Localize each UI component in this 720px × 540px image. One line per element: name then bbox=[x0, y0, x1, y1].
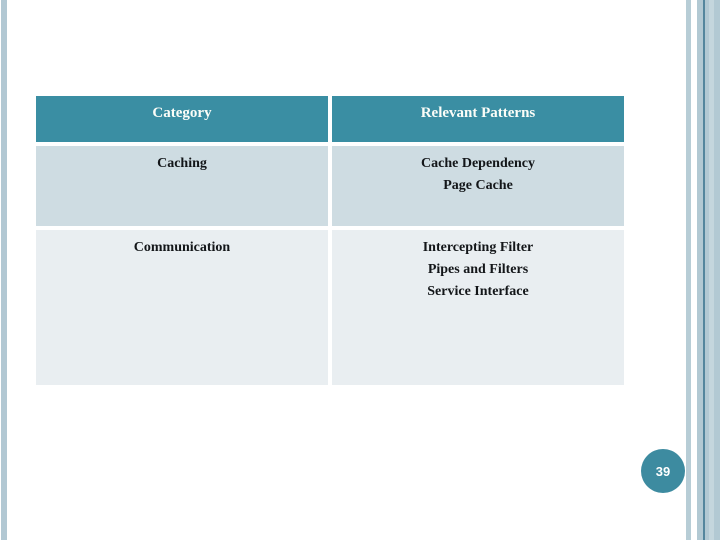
pattern-line: Intercepting Filter bbox=[422, 240, 534, 255]
pattern-line: Cache Dependency bbox=[421, 156, 535, 171]
pattern-line: Pipes and Filters bbox=[427, 262, 529, 277]
pattern-line: Service Interface bbox=[427, 284, 529, 299]
column-header-category: Category bbox=[36, 96, 328, 142]
cell-category-communication: Communication bbox=[36, 230, 328, 385]
column-header-relevant-patterns: Relevant Patterns bbox=[332, 96, 624, 142]
right-edge-thin-stripe bbox=[686, 0, 691, 540]
right-edge-band bbox=[697, 0, 720, 540]
cell-patterns-communication: Intercepting Filter Pipes and Filters Se… bbox=[332, 230, 624, 385]
left-edge-stripe bbox=[1, 0, 7, 540]
relevant-patterns-table: Category Relevant Patterns Caching Cache… bbox=[36, 96, 624, 385]
right-band-dark-line bbox=[703, 0, 705, 540]
cell-patterns-caching: Cache Dependency Page Cache bbox=[332, 146, 624, 226]
pattern-line: Page Cache bbox=[443, 178, 513, 193]
cell-category-caching: Caching bbox=[36, 146, 328, 226]
slide-number-badge: 39 bbox=[641, 449, 685, 493]
right-band-light-line bbox=[709, 0, 714, 540]
